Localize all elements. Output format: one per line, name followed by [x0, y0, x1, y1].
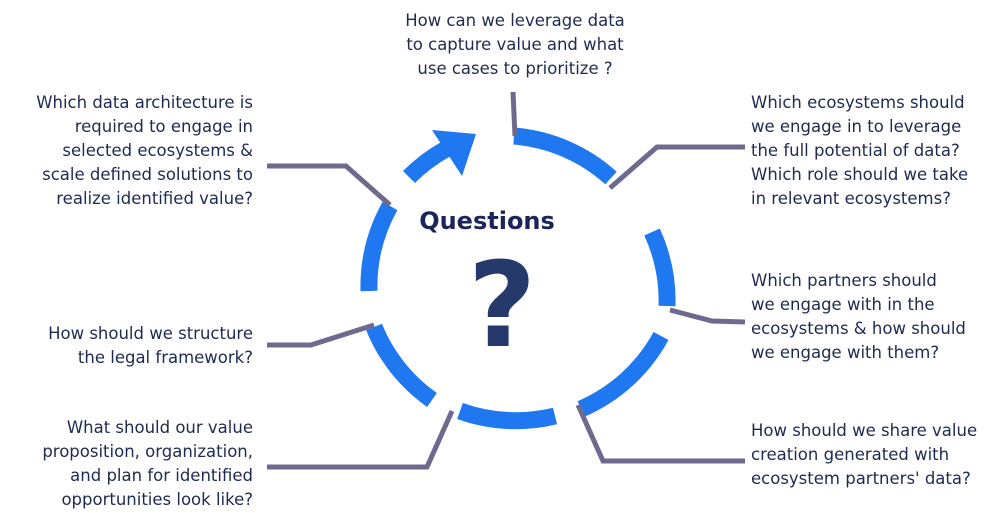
question-bottom-right: How should we share value creation gener… [751, 421, 978, 488]
question-top-left: Which data architecture is required to e… [36, 93, 253, 208]
ring-segment-top-right [513, 127, 617, 185]
ring-arrowhead [432, 130, 476, 176]
connectors [267, 91, 746, 470]
ring-segment-top-left [402, 141, 451, 184]
cycle-ring [360, 127, 676, 430]
connector-bottom-left [267, 409, 455, 470]
question-top-right: Which ecosystems should we engage in to … [751, 93, 969, 208]
question-bottom-left: What should our value proposition, organ… [42, 418, 253, 509]
ring-segment-right-upper [644, 228, 676, 307]
connector-right [669, 307, 746, 325]
question-mark-icon: ? [467, 236, 537, 374]
connector-bottom-right [575, 403, 745, 464]
ring-segment-right-lower [577, 331, 669, 417]
connector-left [267, 322, 375, 348]
ring-segment-bottom-left [366, 323, 438, 407]
ring-segment-bottom [457, 402, 558, 430]
question-top: How can we leverage data to capture valu… [405, 11, 625, 78]
question-right: Which partners should we engage with in … [751, 271, 966, 362]
ring-segment-left [360, 201, 398, 292]
connector-top-left [267, 163, 392, 207]
diagram-title: Questions [419, 207, 555, 235]
connector-top [510, 91, 518, 137]
question-left: How should we structure the legal framew… [48, 324, 253, 367]
connector-top-right [608, 144, 745, 190]
